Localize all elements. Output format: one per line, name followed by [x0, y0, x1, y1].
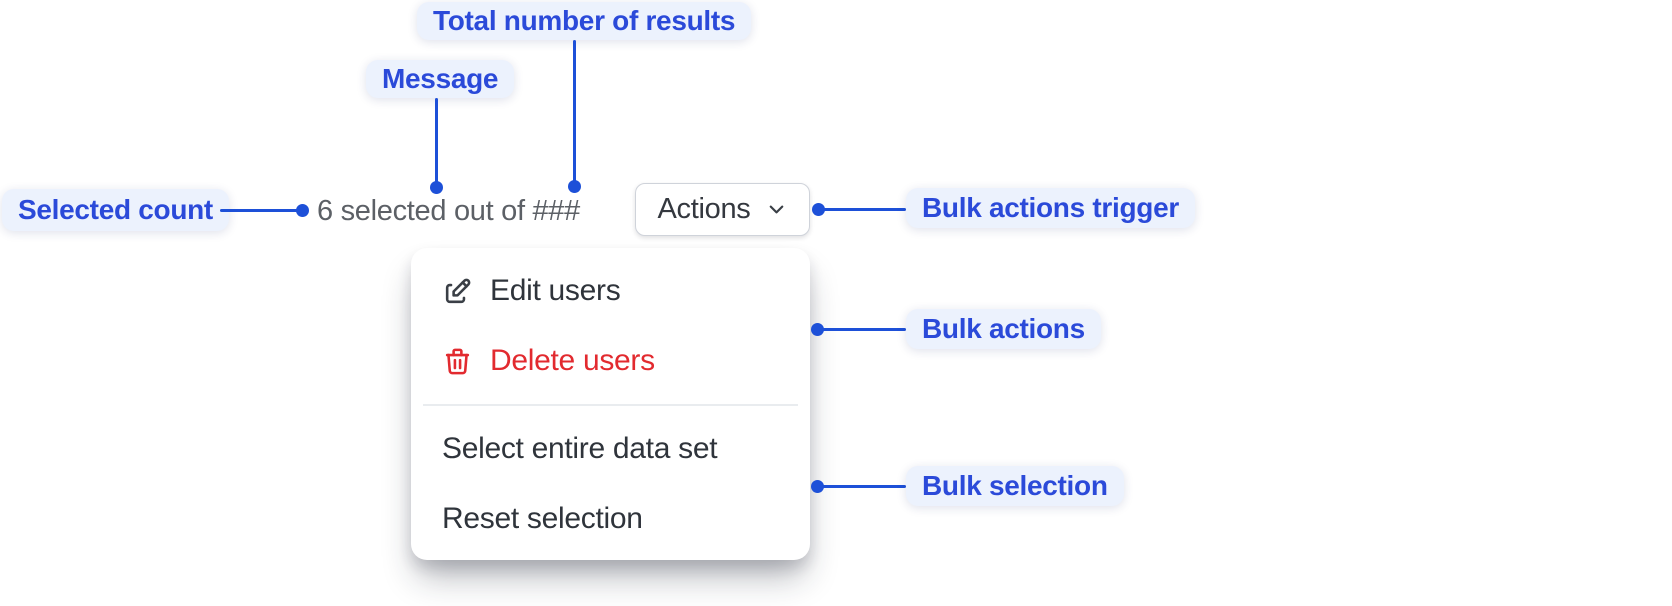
menu-item-label: Select entire data set — [442, 432, 718, 465]
menu-item-reset-selection[interactable]: Reset selection — [411, 484, 810, 554]
annotation-bulk-selection: Bulk selection — [906, 466, 1124, 506]
connector-line-bulk-actions — [819, 327, 906, 331]
connector-line-total-results — [572, 40, 576, 182]
annotation-bulk-actions: Bulk actions — [906, 309, 1101, 349]
connector-dot-total-results — [568, 180, 581, 193]
edit-icon — [442, 276, 473, 307]
chevron-down-icon — [765, 198, 788, 221]
connector-line-bulk-selection — [819, 484, 906, 488]
annotation-message: Message — [366, 60, 515, 98]
actions-button-label: Actions — [657, 193, 751, 225]
connector-dot-bulk-actions — [810, 322, 824, 336]
menu-item-label: Delete users — [490, 344, 655, 377]
annotation-selected-count: Selected count — [2, 189, 229, 231]
trash-icon — [442, 346, 473, 377]
menu-item-select-entire-data-set[interactable]: Select entire data set — [411, 414, 810, 484]
connector-dot-selected-count — [296, 203, 309, 217]
connector-dot-bulk-actions-trigger — [811, 202, 825, 216]
actions-button[interactable]: Actions — [635, 183, 810, 236]
selection-message: 6 selected out of ### — [317, 194, 580, 227]
connector-dot-bulk-selection — [810, 479, 824, 493]
connector-dot-message — [430, 181, 443, 194]
menu-item-label: Edit users — [490, 274, 621, 307]
menu-item-label: Reset selection — [442, 502, 643, 535]
annotation-total-results: Total number of results — [417, 2, 752, 40]
annotation-bulk-actions-trigger: Bulk actions trigger — [906, 188, 1195, 228]
menu-item-delete-users[interactable]: Delete users — [411, 326, 810, 396]
menu-item-edit-users[interactable]: Edit users — [411, 256, 810, 326]
connector-line-selected-count — [220, 208, 298, 212]
menu-divider — [423, 404, 798, 406]
bulk-actions-menu: Edit users Delete users Select entire da… — [411, 248, 810, 560]
connector-line-bulk-actions-trigger — [820, 207, 906, 211]
connector-line-message — [434, 98, 438, 183]
